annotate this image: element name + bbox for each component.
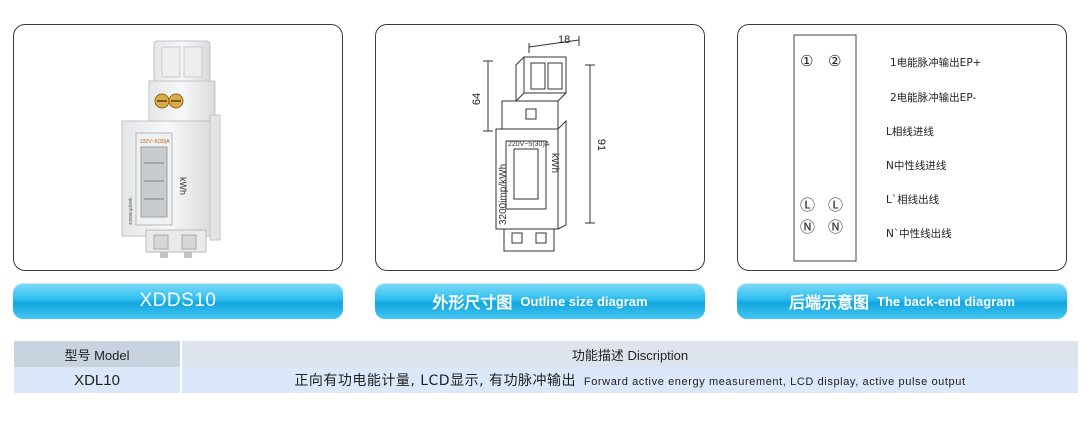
terminal-2: ② [828, 52, 841, 70]
product-photo: 220V~5(30)A kWh 3200imp/kWh [121, 40, 221, 258]
outline-diagram: 18 64 91 220V~5(30)A kWh 3200imp/kWh [471, 34, 607, 252]
caption-outline-zh: 外形尺寸图 [432, 293, 513, 312]
outline-diagram-panel: 18 64 91 220V~5(30)A kWh 3200imp/kWh [375, 24, 705, 271]
cell-model: XDL10 [14, 367, 181, 393]
caption-product: XDDS10 [13, 283, 343, 319]
outline-rating-label: 220V~5(30)A [508, 141, 550, 148]
spec-table-header: 型号 Model 功能描述 Discription [14, 341, 1078, 367]
photo-constant-label: 3200imp/kWh [128, 197, 133, 225]
cell-description: 正向有功电能计量, LCD显示, 有功脉冲输出 Forward active e… [180, 367, 1078, 393]
terminal-l-out: Ⓛ [828, 196, 843, 214]
dim-width: 18 [558, 34, 570, 46]
photo-unit-label: kWh [178, 177, 188, 195]
description-en: Forward active energy measurement, LCD d… [583, 376, 966, 388]
caption-backend-en: The back-end diagram [877, 293, 1015, 309]
backend-diagram-panel: ① ② Ⓛ Ⓛ Ⓝ Ⓝ 1电能脉冲输出EP+ 2电能脉冲输出EP- L相线进线 … [737, 24, 1067, 271]
pin-label-n-in: N中性线进线 [886, 160, 947, 172]
pin-label-ep-plus: 1电能脉冲输出EP+ [890, 57, 982, 69]
header-description: 功能描述 Discription [180, 341, 1078, 367]
photo-rating-label: 220V~5(30)A [140, 139, 170, 145]
header-model: 型号 Model [14, 341, 181, 367]
caption-outline: 外形尺寸图 Outline size diagram [375, 283, 705, 319]
pin-label-l-in: L相线进线 [886, 126, 934, 138]
dim-top-height: 64 [471, 93, 483, 105]
table-row: XDL10 正向有功电能计量, LCD显示, 有功脉冲输出 Forward ac… [14, 367, 1078, 393]
outline-unit-label: kWh [549, 153, 560, 173]
caption-product-text: XDDS10 [139, 290, 217, 311]
backend-frame: ① ② Ⓛ Ⓛ Ⓝ Ⓝ [793, 34, 857, 262]
dim-total-height: 91 [595, 139, 607, 151]
pin-label-l-out: L`相线出线 [886, 194, 940, 206]
caption-backend: 后端示意图 The back-end diagram [737, 283, 1067, 319]
terminal-n-out: Ⓝ [828, 218, 843, 236]
caption-backend-zh: 后端示意图 [789, 293, 870, 312]
outline-constant-label: 3200imp/kWh [498, 164, 509, 225]
spec-table: 型号 Model 功能描述 Discription XDL10 正向有功电能计量… [14, 341, 1078, 393]
pin-label-ep-minus: 2电能脉冲输出EP- [890, 92, 977, 104]
description-zh: 正向有功电能计量, LCD显示, 有功脉冲输出 [294, 373, 576, 389]
terminal-n-in: Ⓝ [800, 218, 815, 236]
terminal-l-in: Ⓛ [800, 196, 815, 214]
product-photo-panel: 220V~5(30)A kWh 3200imp/kWh [13, 24, 343, 271]
pin-label-n-out: N`中性线出线 [886, 228, 952, 240]
caption-outline-en: Outline size diagram [520, 293, 648, 309]
terminal-1: ① [800, 52, 813, 70]
